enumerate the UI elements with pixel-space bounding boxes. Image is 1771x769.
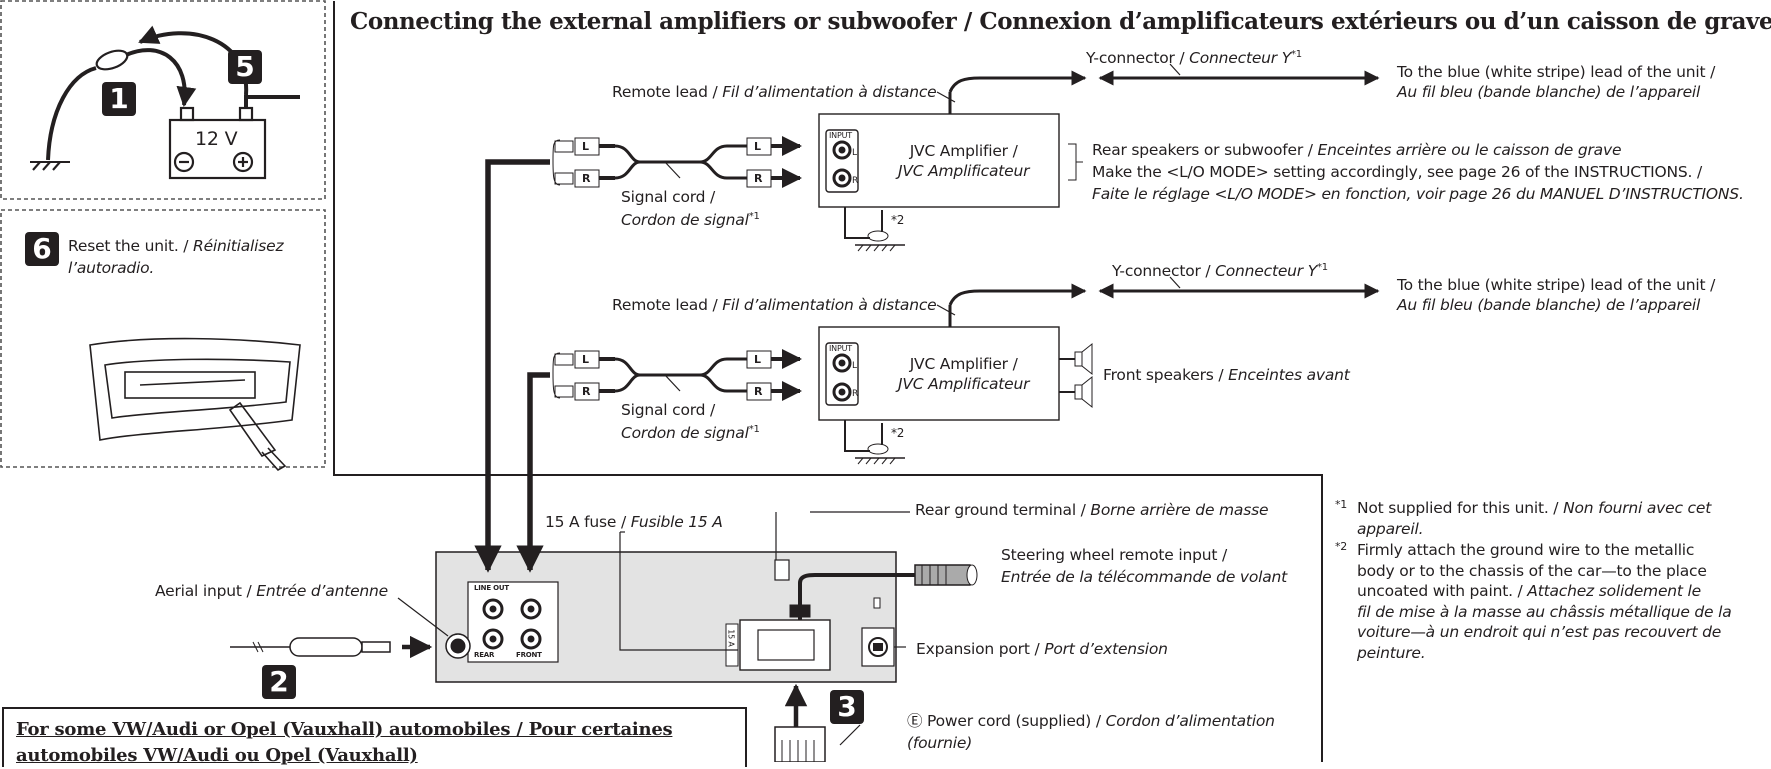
lo-mode-en: Make the <L/O MODE> setting accordingly,… (1092, 163, 1702, 181)
unit-wiring (230, 159, 978, 762)
battery-voltage: 12 V (195, 128, 238, 150)
top-ground-mark: *2 (891, 213, 905, 227)
footnote-1: *1 Not supplied for this unit. / Non fou… (1335, 498, 1712, 538)
reset-panel-border (0, 209, 326, 468)
reset-instruction-2: l’autoradio. (68, 259, 155, 277)
rear-ground-label: Rear ground terminal / Borne arrière de … (915, 501, 1269, 519)
power-cord-label-2: (fournie) (907, 734, 973, 752)
top-amp-wiring (552, 63, 1380, 252)
bottom-input-l: L (852, 361, 857, 371)
top-input-label: INPUT (829, 131, 852, 140)
fuse-marking: 15 A (726, 629, 736, 647)
head-unit (435, 551, 897, 683)
battery-illustration (30, 25, 300, 180)
vw-audi-opel-box: For some VW/Audi or Opel (Vauxhall) auto… (2, 707, 747, 767)
footnote-2: *2 Firmly attach the ground wire to the … (1335, 540, 1732, 662)
bottom-amp-wiring (552, 276, 1380, 465)
bottom-signal-cord-label: Signal cord /Cordon de signal*1 (621, 401, 760, 443)
step-badge-5: 5 (228, 50, 262, 84)
reset-illustration (89, 337, 301, 472)
main-frame (333, 1, 1323, 762)
line-out-label: LINE OUT (474, 584, 509, 592)
top-y-connector-label: Y-connector / Connecteur Y*1 (1086, 49, 1302, 68)
top-plug-r2: R (754, 172, 763, 185)
step-badge-2: 2 (262, 665, 296, 699)
top-amp-label: JVC Amplifier /JVC Amplificateur (898, 142, 1030, 180)
top-blue-lead-label: To the blue (white stripe) lead of the u… (1397, 63, 1716, 101)
rear-label: REAR (474, 651, 495, 659)
step-badge-3: 3 (830, 690, 864, 724)
bottom-blue-lead-label: To the blue (white stripe) lead of the u… (1397, 276, 1716, 314)
step-badge-1: 1 (102, 82, 136, 116)
front-speakers-label: Front speakers / Enceintes avant (1103, 366, 1350, 384)
top-plug-l2: L (754, 140, 761, 153)
bottom-plug-l2: L (754, 353, 761, 366)
top-plug-r1: R (582, 172, 591, 185)
top-rear-speakers-label: Rear speakers or subwoofer / Enceintes a… (1092, 141, 1622, 159)
bottom-y-connector-label: Y-connector / Connecteur Y*1 (1112, 262, 1328, 281)
expansion-port-label: Expansion port / Port d’extension (916, 640, 1168, 658)
top-signal-cord-label: Signal cord /Cordon de signal*1 (621, 188, 760, 230)
bottom-input-label: INPUT (829, 344, 852, 353)
bottom-plug-r1: R (582, 385, 591, 398)
fuse-label: 15 A fuse / Fusible 15 A (545, 513, 723, 531)
bottom-amp-label: JVC Amplifier /JVC Amplificateur (898, 355, 1030, 393)
top-input-r: R (852, 176, 859, 186)
battery-panel-border (0, 0, 326, 200)
top-plug-l1: L (582, 140, 589, 153)
power-cord-label: Ⓔ Power cord (supplied) / Cordon d’alime… (907, 712, 1275, 730)
reset-instruction: Reset the unit. / Réinitialisez (68, 237, 284, 255)
top-input-l: L (852, 148, 857, 158)
step-badge-6: 6 (25, 232, 59, 266)
bottom-input-r: R (852, 389, 859, 399)
bottom-remote-lead-label: Remote lead / Fil d’alimentation à dista… (612, 296, 937, 314)
vw-audi-opel-heading: For some VW/Audi or Opel (Vauxhall) auto… (16, 719, 673, 766)
steering-remote-fr: Entrée de la télécommande de volant (1001, 568, 1288, 586)
diagram-title: Connecting the external amplifiers or su… (350, 8, 1771, 35)
bottom-plug-l1: L (582, 353, 589, 366)
top-remote-lead-label: Remote lead / Fil d’alimentation à dista… (612, 83, 937, 101)
lo-mode-fr: Faite le réglage <L/O MODE> en fonction,… (1092, 185, 1744, 203)
bottom-plug-r2: R (754, 385, 763, 398)
steering-remote-en: Steering wheel remote input / (1001, 546, 1227, 564)
aerial-input-label: Aerial input / Entrée d’antenne (155, 582, 388, 600)
bottom-ground-mark: *2 (891, 426, 905, 440)
front-label: FRONT (516, 651, 542, 659)
